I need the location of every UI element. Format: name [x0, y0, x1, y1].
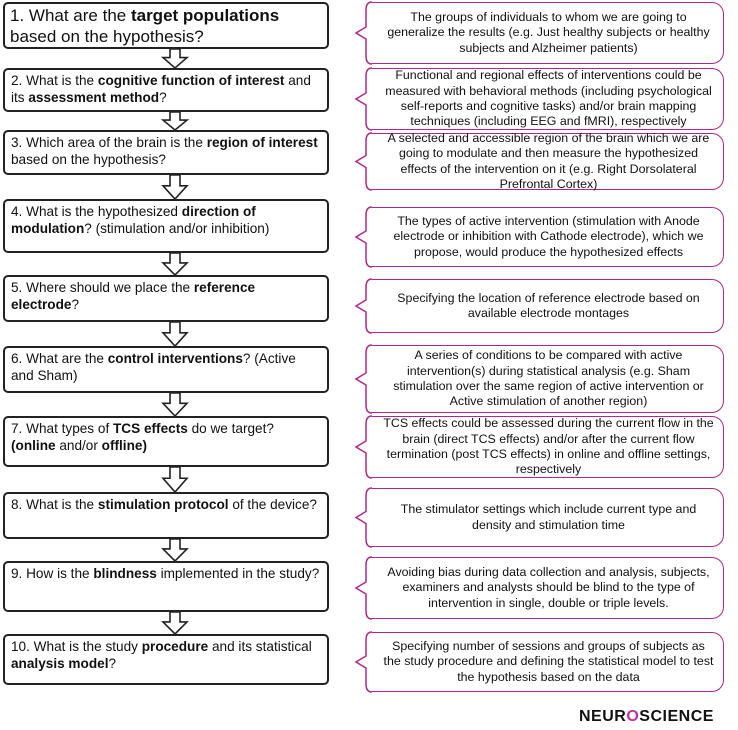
- question-text: 1. What are the: [10, 6, 131, 25]
- question-text: 10. What is the study: [11, 639, 142, 654]
- question-box-1: 1. What are the target populations based…: [3, 2, 329, 49]
- question-text: 6. What are the: [11, 351, 108, 366]
- question-text: based on the hypothesis?: [11, 151, 166, 167]
- question-box-5: 5. Where should we place the reference e…: [3, 275, 329, 322]
- answer-callout-6: A series of conditions to be compared wi…: [372, 345, 724, 413]
- question-text: ?: [159, 89, 167, 105]
- callout-pointer-7: [354, 415, 373, 479]
- down-arrow-1: [160, 48, 190, 70]
- question-box-4: 4. What is the hypothesized direction of…: [3, 199, 329, 253]
- question-text: cognitive function of interest: [97, 73, 285, 88]
- answer-callout-7: TCS effects could be assessed during the…: [372, 416, 724, 478]
- answer-text: Avoiding bias during data collection and…: [387, 564, 710, 610]
- callout-pointer-2: [354, 67, 373, 131]
- callout-pointer-10: [354, 631, 373, 693]
- answer-text: TCS effects could be assessed during the…: [383, 416, 714, 477]
- question-text: 7. What types of: [11, 421, 113, 436]
- question-box-3: 3. Which area of the brain is the region…: [3, 130, 329, 175]
- answer-callout-8: The stimulator settings which include cu…: [372, 488, 724, 547]
- callout-pointer-4: [354, 206, 373, 268]
- question-text: (online: [11, 437, 56, 453]
- answer-text: The stimulator settings which include cu…: [400, 502, 697, 532]
- question-text: do we target?: [187, 421, 274, 436]
- down-arrow-6: [161, 392, 189, 418]
- answer-callout-9: Avoiding bias during data collection and…: [372, 557, 724, 619]
- question-text: direction of modulation: [11, 204, 256, 236]
- question-text: 9. How is the: [11, 566, 94, 581]
- question-text: 3. Which area of the brain is the: [11, 135, 207, 150]
- down-arrow-3: [161, 174, 189, 201]
- answer-text: A selected and accessible region of the …: [387, 130, 710, 191]
- callout-pointer-9: [354, 556, 373, 620]
- answer-callout-1: The groups of individuals to whom we are…: [372, 2, 724, 64]
- down-arrow-7: [161, 466, 189, 494]
- question-text: 2. What is the: [11, 73, 98, 88]
- question-text: target populations: [130, 6, 280, 25]
- answer-text: The groups of individuals to whom we are…: [387, 9, 710, 55]
- answer-callout-10: Specifying number of sessions and groups…: [372, 632, 724, 692]
- question-text: assessment method: [28, 89, 160, 105]
- question-text: TCS effects: [113, 421, 188, 436]
- answer-text: A series of conditions to be compared wi…: [393, 348, 704, 409]
- answer-text: Specifying the location of reference ele…: [397, 290, 700, 320]
- question-box-7: 7. What types of TCS effects do we targe…: [3, 416, 329, 467]
- question-text: 5. Where should we place the: [11, 280, 194, 295]
- question-text: offline): [101, 437, 147, 453]
- callout-pointer-3: [354, 132, 373, 191]
- question-text: reference electrode: [11, 280, 256, 312]
- question-text: of the device?: [228, 497, 317, 512]
- question-text: analysis model: [11, 655, 109, 671]
- question-text: stimulation protocol: [97, 497, 229, 512]
- answer-text: Functional and regional effects of inter…: [385, 68, 712, 129]
- question-text: ?: [71, 296, 80, 312]
- question-box-2: 2. What is the cognitive function of int…: [3, 68, 329, 112]
- question-text: ? (Active and Sham): [11, 351, 296, 383]
- question-text: and/or: [55, 437, 102, 453]
- down-arrow-5: [161, 321, 189, 348]
- question-text: procedure: [141, 639, 209, 654]
- down-arrow-8: [161, 538, 189, 563]
- callout-pointer-8: [354, 487, 373, 548]
- question-text: ? (stimulation and/or inhibition): [84, 220, 270, 236]
- question-text: ?: [108, 655, 117, 671]
- question-text: 8. What is the: [11, 497, 98, 512]
- answer-callout-4: The types of active intervention (stimul…: [372, 207, 724, 267]
- callout-pointer-6: [354, 344, 373, 414]
- question-text: blindness: [93, 566, 157, 581]
- answer-text: Specifying number of sessions and groups…: [383, 638, 714, 684]
- down-arrow-2: [160, 111, 190, 132]
- down-arrow-9: [161, 611, 189, 636]
- question-text: control interventions: [107, 351, 243, 366]
- question-text: 4. What is the hypothesized: [11, 204, 182, 219]
- question-box-6: 6. What are the control interventions? (…: [3, 346, 329, 393]
- neuroscience-logo: NEUROSCIENCE: [579, 708, 714, 726]
- callout-pointer-5: [354, 278, 373, 334]
- answer-text: The types of active intervention (stimul…: [393, 213, 704, 259]
- down-arrow-4: [161, 252, 189, 277]
- logo-text-post: SCIENCE: [639, 708, 714, 725]
- question-text: region of interest: [206, 135, 318, 150]
- answer-callout-2: Functional and regional effects of inter…: [372, 68, 724, 130]
- question-box-9: 9. How is the blindness implemented in t…: [3, 561, 329, 612]
- question-text: implemented in the study?: [156, 566, 320, 581]
- answer-callout-5: Specifying the location of reference ele…: [372, 279, 724, 333]
- question-text: and its statistical: [208, 639, 312, 654]
- logo-text-pre: NEUR: [579, 708, 627, 725]
- logo-mark: O: [626, 708, 640, 725]
- question-text: and its: [11, 73, 311, 105]
- question-box-10: 10. What is the study procedure and its …: [3, 634, 329, 685]
- answer-callout-3: A selected and accessible region of the …: [372, 130, 724, 191]
- callout-pointer-1: [354, 1, 373, 65]
- question-text: based on the hypothesis?: [10, 26, 204, 46]
- question-box-8: 8. What is the stimulation protocol of t…: [3, 492, 329, 539]
